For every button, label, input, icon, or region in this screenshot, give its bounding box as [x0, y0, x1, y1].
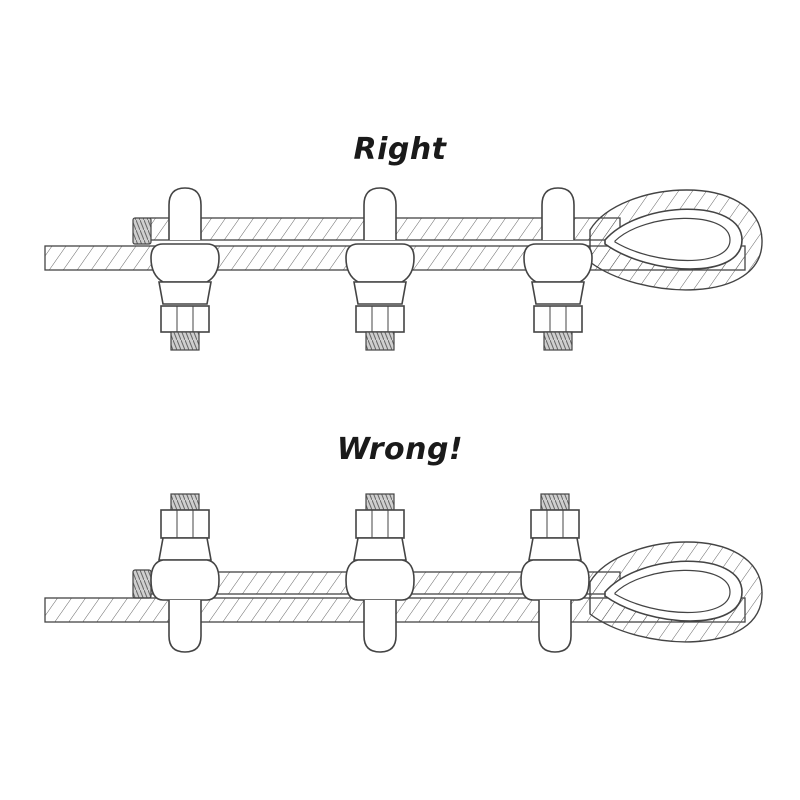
saddle — [520, 559, 590, 601]
saddle-base — [158, 281, 212, 305]
bolt-thread — [365, 493, 395, 511]
u-bolt — [538, 600, 572, 653]
saddle — [150, 559, 220, 601]
saddle-base — [353, 281, 407, 305]
thimble-eye — [589, 541, 763, 643]
saddle-base — [531, 281, 585, 305]
bolt-thread — [170, 493, 200, 511]
thimble-eye — [589, 189, 763, 291]
heading-right: Right — [353, 132, 447, 167]
clip-wrong-1 — [150, 493, 220, 653]
clip-wrong-2 — [345, 493, 415, 653]
hex-nut — [355, 509, 405, 539]
bolt-thread — [365, 331, 395, 351]
panel-right — [44, 187, 763, 351]
clip-right-3 — [523, 187, 593, 351]
saddle — [523, 243, 593, 283]
bolt-thread — [170, 331, 200, 351]
rope-end-seizing — [132, 569, 152, 599]
heading-wrong: Wrong! — [336, 432, 464, 467]
bolt-thread — [543, 331, 573, 351]
saddle — [345, 559, 415, 601]
panel-wrong — [44, 493, 763, 653]
saddle-base — [353, 537, 407, 561]
clip-right-2 — [345, 187, 415, 351]
saddle-base — [158, 537, 212, 561]
u-bolt — [363, 600, 397, 653]
u-bolt — [363, 187, 397, 240]
hex-nut — [530, 509, 580, 539]
saddle — [345, 243, 415, 283]
hex-nut — [355, 305, 405, 333]
saddle — [150, 243, 220, 283]
rope-end-seizing — [132, 217, 152, 245]
clip-wrong-3 — [520, 493, 590, 653]
saddle-base — [528, 537, 582, 561]
u-bolt — [168, 187, 202, 240]
u-bolt — [168, 600, 202, 653]
u-bolt — [541, 187, 575, 240]
bolt-thread — [540, 493, 570, 511]
hex-nut — [160, 509, 210, 539]
hex-nut — [160, 305, 210, 333]
hex-nut — [533, 305, 583, 333]
clip-right-1 — [150, 187, 220, 351]
